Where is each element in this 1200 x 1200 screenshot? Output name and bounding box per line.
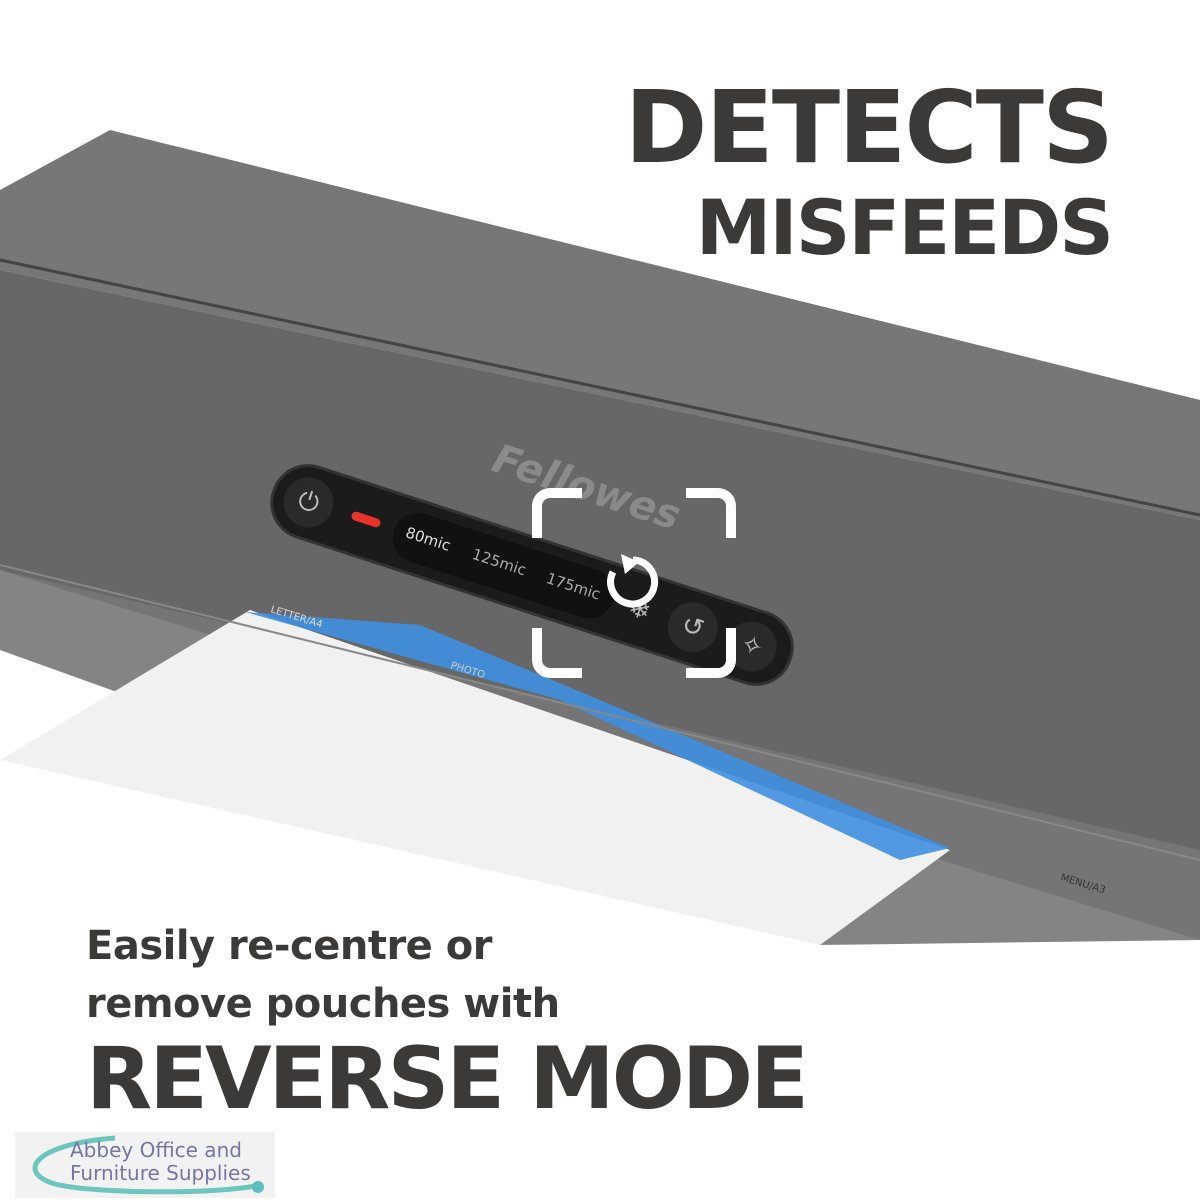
status-indicator [350,510,382,529]
option-80mic[interactable]: 80mic [403,523,453,555]
focus-bracket-tr [686,488,736,538]
watermark-logo: Abbey Office and Furniture Supplies [15,1132,275,1198]
pouch-sheet [0,610,950,945]
headline-line2: MISFEEDS [695,183,1114,272]
sparkle-icon: ✧ [736,628,767,665]
subtext-emphasis: REVERSE MODE [86,1029,809,1129]
power-button[interactable]: ⏻ [276,470,341,534]
subtext-line2: remove pouches with [86,981,560,1027]
subtext-line1: Easily re-centre or [86,923,492,969]
headline-line1: DETECTS [624,69,1114,186]
swoosh-icon [32,1135,264,1195]
focus-bracket-tl [532,488,582,538]
power-icon: ⏻ [294,484,323,520]
option-175mic[interactable]: 175mic [544,569,603,604]
watermark-line2: Furniture Supplies [70,1161,251,1185]
watermark-line1: Abbey Office and [70,1138,242,1162]
laminator-top [0,130,1200,520]
option-125mic[interactable]: 125mic [469,545,529,580]
reverse-arrow-icon [607,554,659,608]
pouch-blue-area [245,612,950,860]
focus-bracket-br [686,628,736,678]
focus-bracket-bl [532,628,582,678]
